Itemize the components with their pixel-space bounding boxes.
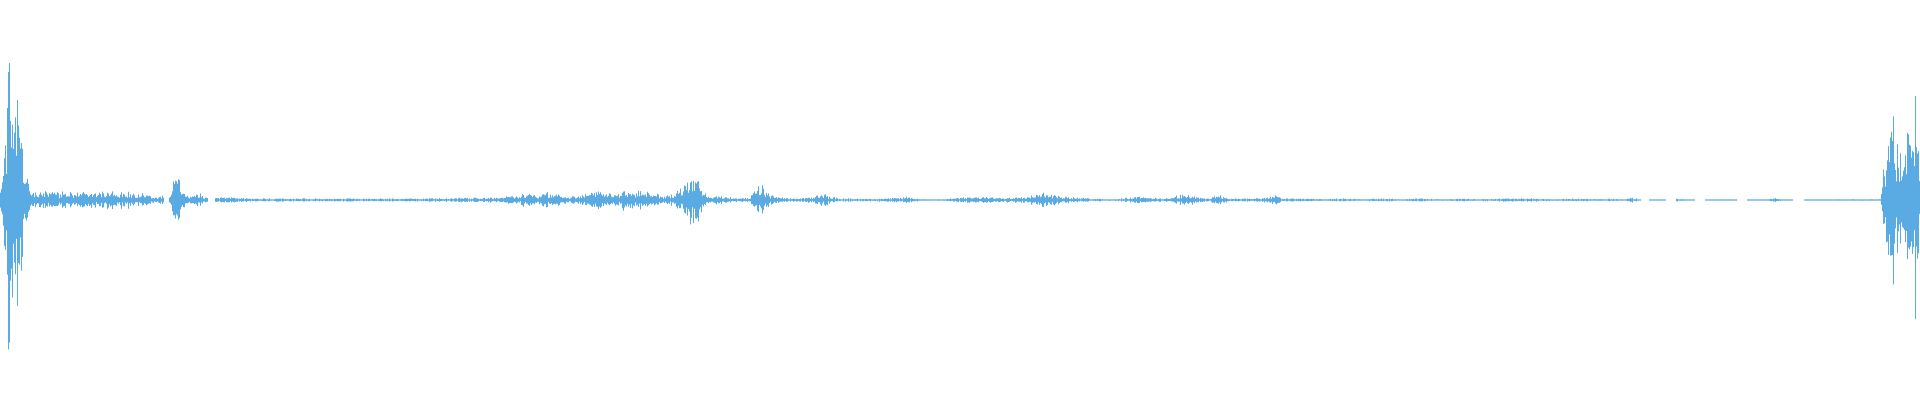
waveform-path [0, 63, 1920, 350]
waveform-bars [0, 63, 1920, 350]
